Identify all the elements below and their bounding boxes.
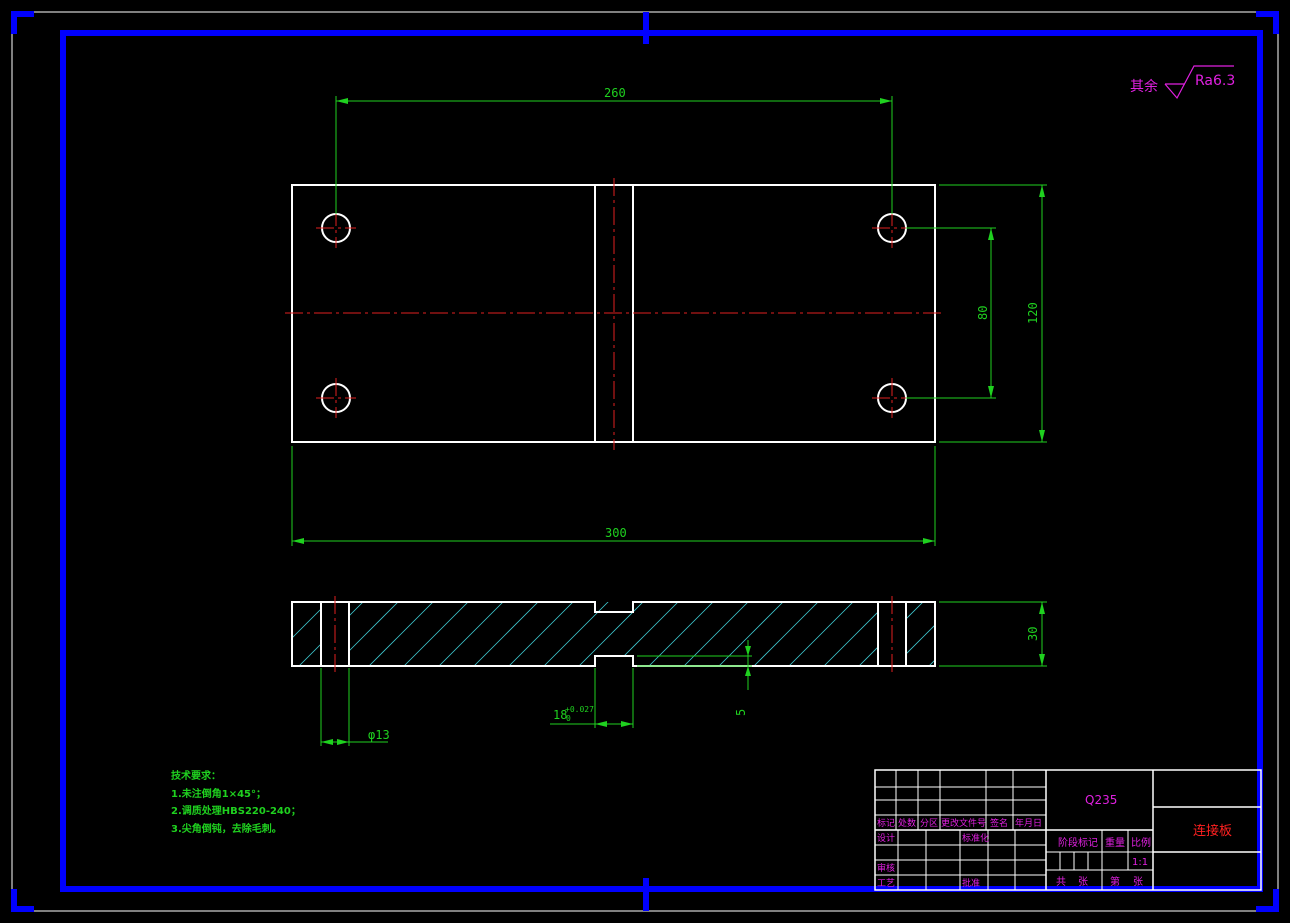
dim-80 <box>906 227 996 399</box>
tech-note-1: 1.未注倒角1×45°； <box>171 787 266 800</box>
dim-18-tol-lower: 0 <box>566 714 571 723</box>
title-process: 工艺 <box>877 878 895 889</box>
roughness-label: 其余 <box>1130 78 1158 95</box>
top-view <box>285 178 942 450</box>
title-row-header-5: 年月日 <box>1015 817 1042 829</box>
dim-120 <box>939 184 1047 443</box>
title-material: Q235 <box>1085 793 1117 807</box>
dim-30 <box>939 601 1047 667</box>
dim-260 <box>335 96 893 214</box>
title-part-name: 连接板 <box>1193 823 1232 839</box>
title-design: 设计 <box>877 832 895 844</box>
roughness-symbol <box>1164 65 1234 100</box>
corner-mark-bl <box>11 889 34 912</box>
title-standardize: 标准化 <box>962 832 989 844</box>
title-row-header-1: 处数 <box>898 817 916 829</box>
title-sheet-no: 第 <box>1110 875 1120 888</box>
corner-mark-tr <box>1256 11 1279 34</box>
dim-300 <box>291 446 936 546</box>
dim-120-label: 120 <box>1026 302 1040 324</box>
tech-note-2: 2.调质处理HBS220-240； <box>171 804 301 817</box>
title-approve: 批准 <box>962 877 980 889</box>
title-ratio: 比例 <box>1131 836 1151 849</box>
dim-18 <box>550 668 634 728</box>
corner-mark-br <box>1256 889 1279 912</box>
dim-5 <box>637 640 752 690</box>
dim-80-label: 80 <box>976 306 990 320</box>
title-row-header-4: 签名 <box>990 817 1008 829</box>
title-stage-mark: 阶段标记 <box>1058 836 1098 849</box>
title-sheets-unit: 张 <box>1078 876 1088 888</box>
section-view <box>291 596 936 672</box>
tech-note-3: 3.尖角倒钝，去除毛刺。 <box>171 822 282 835</box>
title-scale: 1:1 <box>1132 857 1148 868</box>
title-review: 审核 <box>877 862 895 874</box>
title-sheet-unit2: 张 <box>1133 876 1143 888</box>
dim-260-label: 260 <box>604 86 626 100</box>
roughness-value: Ra6.3 <box>1195 73 1235 89</box>
dim-5-label: 5 <box>734 709 748 716</box>
title-row-header-3: 更改文件号 <box>941 817 986 829</box>
title-row-header-2: 分区 <box>920 818 938 829</box>
drawing-frame <box>60 30 1263 892</box>
tech-notes-title: 技术要求： <box>171 769 221 782</box>
dim-18-label: 18 <box>553 708 567 722</box>
dim-18-tol-upper: +0.027 <box>565 705 594 714</box>
title-sheets-total: 共 <box>1056 876 1066 888</box>
dim-300-label: 300 <box>605 526 627 540</box>
title-block <box>874 769 1262 891</box>
dim-30-label: 30 <box>1026 627 1040 641</box>
corner-mark-tl <box>11 11 34 34</box>
title-row-header-0: 标记 <box>877 817 895 829</box>
dim-phi13 <box>320 668 388 746</box>
title-weight: 重量 <box>1105 836 1125 849</box>
dim-phi13-label: φ13 <box>368 728 390 742</box>
